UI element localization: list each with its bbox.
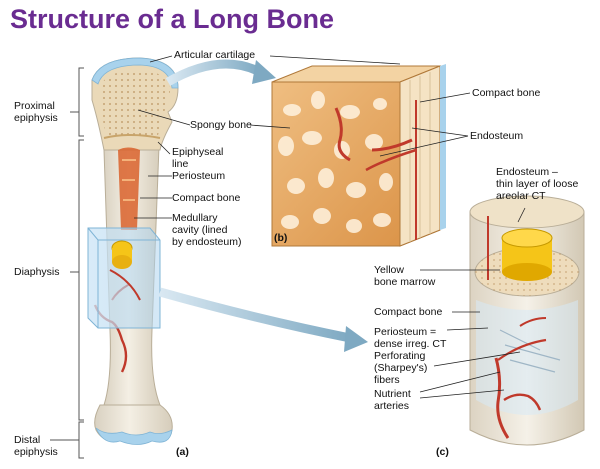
- magnify-arrows: [158, 59, 368, 352]
- panel-letter-c: (c): [436, 446, 449, 458]
- label-spongy-bone: Spongy bone: [190, 119, 252, 131]
- label-yellow-marrow: Yellow bone marrow: [374, 264, 436, 288]
- label-proximal-epiphysis: Proximal epiphysis: [14, 100, 58, 124]
- region-brackets: [50, 67, 84, 459]
- diaphysis-section: [469, 195, 585, 446]
- label-epiphyseal-line: Epiphyseal line: [172, 146, 224, 170]
- label-compact-bone-c: Compact bone: [374, 306, 443, 318]
- label-periosteum-a: Periosteum: [172, 170, 226, 182]
- label-compact-bone-a: Compact bone: [172, 192, 241, 204]
- label-articular-cartilage: Articular cartilage: [174, 49, 256, 61]
- spongy-bone-block: [271, 64, 446, 247]
- label-periosteum-note: Periosteum = dense irreg. CT: [374, 326, 447, 350]
- label-nutrient-arteries: Nutrient arteries: [374, 388, 411, 412]
- label-diaphysis: Diaphysis: [14, 266, 60, 278]
- page-title: Structure of a Long Bone: [10, 4, 334, 34]
- label-medullary-cavity: Medullary cavity (lined by endosteum): [172, 212, 242, 248]
- label-perforating-fibers: Perforating (Sharpey's) fibers: [374, 350, 428, 386]
- label-compact-bone-b: Compact bone: [472, 87, 541, 99]
- panel-letter-b: (b): [274, 232, 288, 244]
- label-distal-epiphysis: Distal epiphysis: [14, 434, 58, 458]
- label-endosteum-b: Endosteum: [470, 130, 524, 142]
- long-bone: [87, 57, 179, 445]
- panel-letter-a: (a): [176, 446, 189, 458]
- label-endosteum-note: Endosteum – thin layer of loose areolar …: [496, 166, 579, 202]
- leader-lines: [134, 55, 526, 399]
